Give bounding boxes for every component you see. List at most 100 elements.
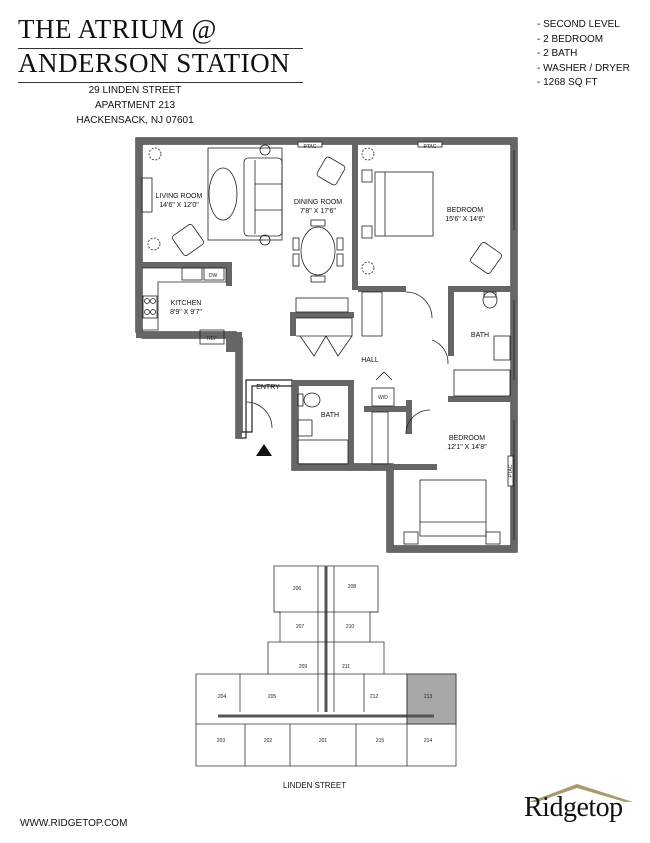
unit-207-label: 207 — [296, 624, 305, 630]
chair-top — [310, 219, 326, 227]
unit-214-label: 214 — [424, 738, 433, 744]
coffee-table — [208, 167, 238, 221]
bedroom1-label: BEDROOM — [447, 207, 483, 214]
bath1-label: BATH — [471, 332, 489, 339]
kitchen-sink — [181, 267, 203, 281]
wall-bed2-left — [387, 464, 393, 552]
nightstand-2a — [403, 531, 419, 545]
bifold-door-pantry-2 — [325, 335, 353, 357]
plant-1 — [148, 147, 162, 161]
spec-baths: - 2 BATH — [537, 48, 578, 59]
title-line-2: ANDERSON STATION — [18, 48, 291, 78]
dining-room-dim: 7'8" X 17'6" — [300, 208, 336, 215]
toilet-1 — [482, 291, 498, 309]
chair-left-2 — [292, 253, 300, 267]
lamp-2 — [259, 234, 271, 246]
plant-3 — [361, 147, 375, 161]
spec-area: - 1268 SQ FT — [537, 77, 598, 88]
title-line-1: THE ATRIUM @ — [18, 14, 217, 44]
kitchen-fixtures — [142, 267, 227, 345]
wall-bed1-bottom — [358, 286, 406, 292]
bedroom2-furniture — [403, 455, 514, 545]
chair-left-1 — [292, 237, 300, 251]
nightstand-1a — [361, 169, 373, 183]
ridgetop-logo-roof-icon — [529, 784, 633, 802]
dining-table — [300, 226, 336, 276]
burner-3 — [144, 309, 150, 315]
website-link[interactable]: WWW.RIDGETOP.COM — [20, 818, 128, 829]
wall-bath1-left — [448, 286, 454, 356]
closet-bed2 — [371, 411, 389, 465]
vanity-2 — [297, 419, 313, 437]
building-title: THE ATRIUM @ ANDERSON STATION — [18, 12, 303, 83]
wd-label: W/D — [378, 395, 388, 401]
living-room-label: LIVING ROOM — [156, 193, 203, 200]
plant-4 — [361, 261, 375, 275]
range — [142, 295, 158, 319]
wall-closet-right — [406, 400, 412, 434]
bath2-label: BATH — [321, 412, 339, 419]
room-labels: LIVING ROOM 14'6" X 12'0" DINING ROOM 7'… — [156, 144, 514, 477]
wall-pantry-top — [290, 312, 354, 318]
wall-entry-left — [236, 338, 242, 438]
unit-209-label: 209 — [299, 664, 308, 670]
unit-210-label: 210 — [346, 624, 355, 630]
tub-2 — [297, 439, 349, 465]
ptac-label-bed2: PTAC — [508, 464, 514, 477]
ptac-label-dining: PTAC — [304, 144, 317, 150]
vanity-1 — [493, 335, 511, 361]
chair-right-1 — [336, 237, 344, 251]
bed-2 — [419, 479, 487, 537]
wall-bath1-top — [448, 286, 511, 292]
wall-closet-top — [364, 406, 412, 412]
wall-bed1-left — [352, 144, 358, 290]
armchair-living — [172, 224, 204, 256]
hall-arrow — [375, 371, 393, 381]
wall-bath2-left — [292, 380, 298, 470]
living-rug — [207, 147, 283, 241]
unit-206-label: 206 — [293, 586, 302, 592]
tub-1 — [453, 369, 511, 397]
dining-room-label: DINING ROOM — [294, 199, 342, 206]
key-plan — [195, 565, 457, 767]
bifold-door-pantry — [299, 335, 327, 357]
kitchen-label: KITCHEN — [171, 300, 202, 307]
unit-203-label: 203 — [217, 738, 226, 744]
dw-label: DW — [209, 273, 218, 279]
ptac-bed2 — [507, 455, 514, 487]
spec-level: - SECOND LEVEL — [537, 19, 620, 30]
burner-2 — [150, 298, 156, 304]
closet-bed1 — [361, 291, 383, 337]
address-street: 29 LINDEN STREET — [88, 85, 182, 96]
unit-205-label: 205 — [268, 694, 277, 700]
burner-4 — [150, 309, 156, 315]
bedroom2-dim: 12'1" X 14'8" — [447, 444, 487, 451]
address-city: HACKENSACK, NJ 07601 — [76, 115, 194, 126]
wall-bath2-top — [292, 380, 354, 386]
door-swing-bed1 — [405, 291, 433, 319]
door-swing-bed2 — [405, 409, 431, 435]
pantry-closet — [296, 317, 353, 337]
wall-bottom-right — [387, 546, 517, 552]
bedroom1-furniture — [361, 141, 502, 274]
entry-label: ENTRY — [256, 384, 280, 391]
wall-pantry-left — [290, 312, 296, 336]
unit-213-label: 213 — [424, 694, 433, 700]
wall-bed2-top-left — [393, 464, 437, 470]
title-underline-1 — [18, 48, 303, 49]
chair-right-2 — [336, 253, 344, 267]
chair-bottom — [310, 275, 326, 283]
ptac-bed1 — [417, 141, 443, 148]
wall-kitchen-right — [226, 262, 232, 286]
wall-left — [136, 138, 142, 262]
unit-215-label: 215 — [376, 738, 385, 744]
media-console — [141, 177, 153, 213]
address-block: 29 LINDEN STREET APARTMENT 213 HACKENSAC… — [60, 83, 210, 128]
living-furniture — [141, 144, 375, 275]
entry-arrow-icon — [256, 444, 272, 456]
unit-208-label: 208 — [348, 584, 357, 590]
address-apartment: APARTMENT 213 — [94, 100, 176, 111]
key-plan-labels: 206 208 207 210 209 211 204 205 212 213 … — [217, 584, 433, 744]
ref-label: REF — [207, 336, 217, 342]
